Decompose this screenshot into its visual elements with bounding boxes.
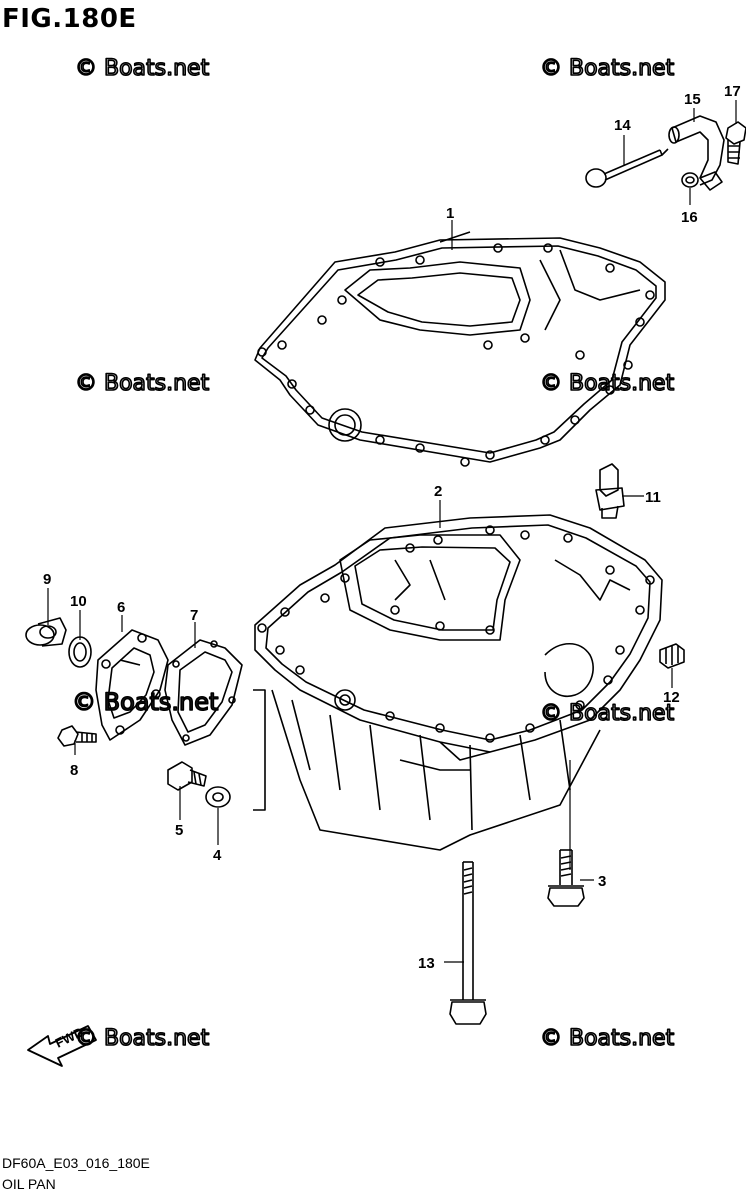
part-number: 8 bbox=[70, 762, 78, 779]
figure-code: DF60A_E03_016_180E bbox=[2, 1155, 150, 1171]
dipstick-part-14 bbox=[585, 148, 669, 188]
o-ring-part-10 bbox=[68, 636, 92, 668]
cover-plate-part-6 bbox=[95, 629, 169, 741]
part-number-labels: 1 2 3 4 5 6 7 8 9 10 11 12 13 14 15 16 1… bbox=[43, 83, 741, 972]
bolt-part-3 bbox=[547, 849, 585, 907]
part-number: 10 bbox=[70, 593, 87, 610]
part-number: 6 bbox=[117, 599, 125, 616]
small-bolt-part-8 bbox=[57, 725, 97, 747]
washer-part-4 bbox=[205, 786, 231, 808]
part-number: 15 bbox=[684, 91, 701, 108]
watermark: © Boats.net bbox=[75, 56, 210, 81]
part-number: 4 bbox=[213, 847, 222, 864]
part-number: 17 bbox=[724, 83, 741, 100]
part-number: 13 bbox=[418, 955, 435, 972]
part-number: 3 bbox=[598, 873, 606, 890]
long-bolt-part-13 bbox=[449, 861, 487, 1025]
part-number: 9 bbox=[43, 571, 51, 588]
plug-part-9 bbox=[25, 617, 67, 647]
watermark: © Boats.net bbox=[75, 371, 210, 396]
fitting-part-11 bbox=[595, 463, 625, 519]
cover-gasket-part-7 bbox=[164, 639, 243, 746]
part-number: 1 bbox=[446, 205, 454, 222]
bolt-part-17 bbox=[725, 121, 746, 165]
part-number: 12 bbox=[663, 689, 680, 706]
o-ring-part-16 bbox=[681, 172, 699, 188]
watermark: © Boats.net bbox=[540, 1026, 675, 1051]
part-number: 5 bbox=[175, 822, 183, 839]
gasket-part-1 bbox=[254, 231, 666, 467]
guide-tube-part-15 bbox=[668, 115, 725, 191]
figure-title: FIG.180E bbox=[2, 4, 137, 34]
drain-bolt-part-5 bbox=[167, 761, 207, 791]
plug-part-12 bbox=[659, 643, 685, 669]
part-number: 14 bbox=[614, 117, 631, 134]
part-number: 2 bbox=[434, 483, 442, 500]
part-number: 7 bbox=[190, 607, 198, 624]
part-number: 11 bbox=[645, 489, 661, 506]
watermark: © Boats.net bbox=[75, 1026, 210, 1051]
leader-lines bbox=[47, 100, 737, 963]
part-number: 16 bbox=[681, 209, 698, 226]
watermark: © Boats.net bbox=[540, 701, 675, 726]
oil-pan-part-2 bbox=[253, 514, 663, 851]
figure-subtitle: OIL PAN bbox=[2, 1176, 56, 1192]
watermark: © Boats.net bbox=[540, 56, 675, 81]
